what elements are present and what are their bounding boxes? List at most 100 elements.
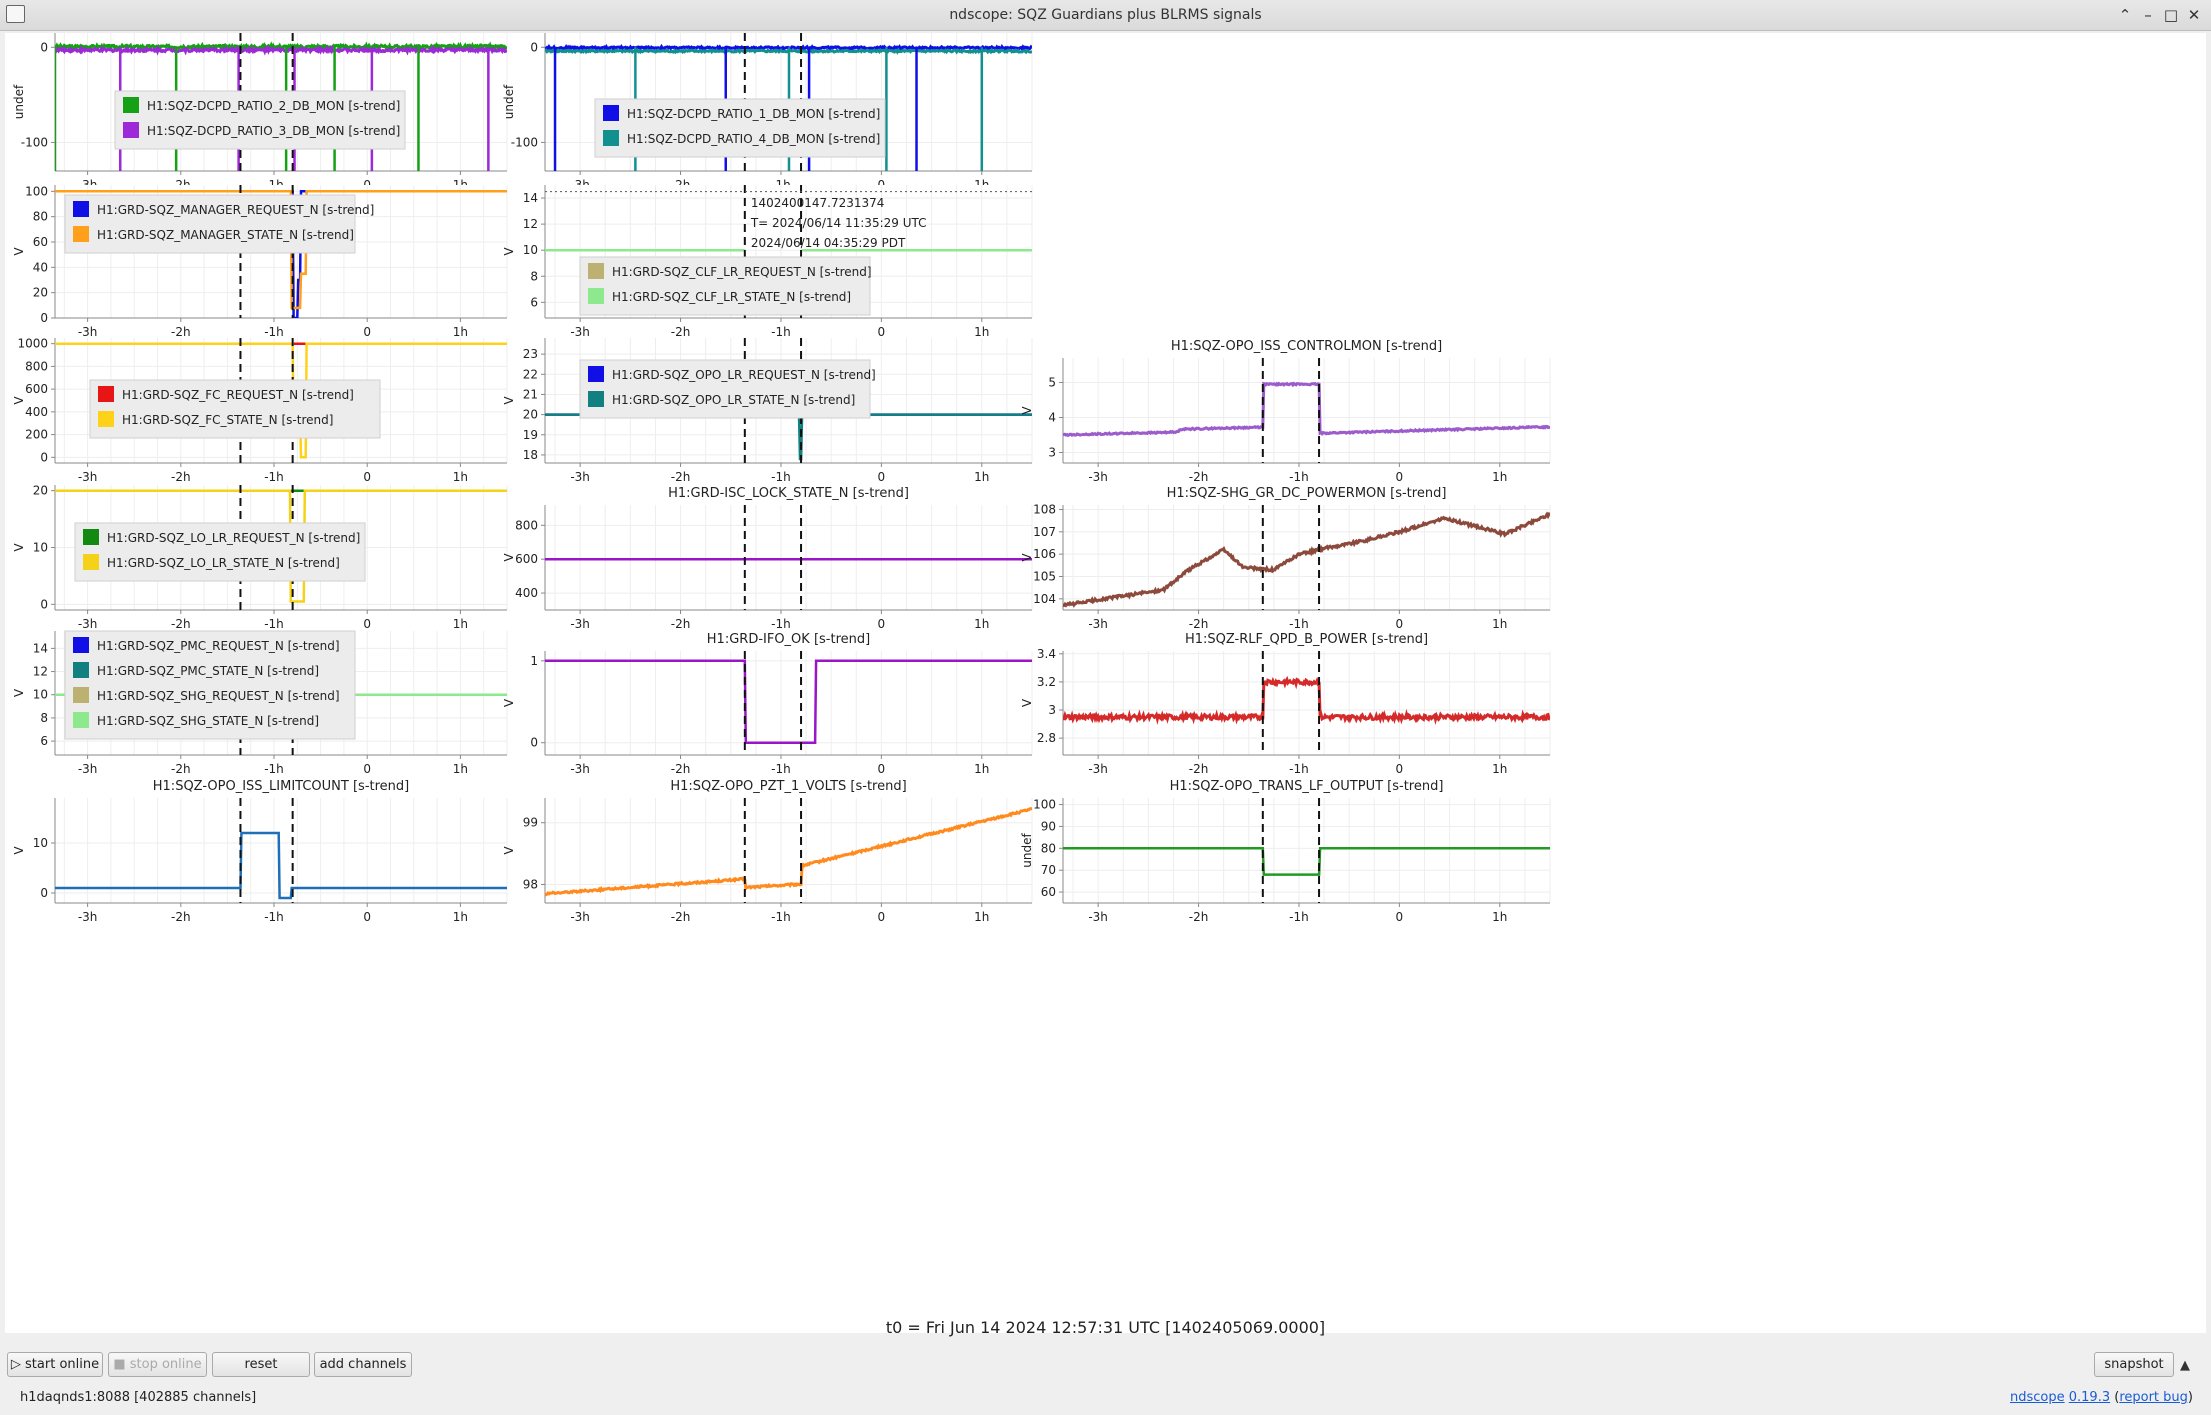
plot-rlfqpd[interactable]: H1:SQZ-RLF_QPD_B_POWER [s-trend]2.833.23… [1020, 632, 1551, 776]
legend-label: H1:SQZ-DCPD_RATIO_2_DB_MON [s-trend] [147, 99, 400, 113]
series-group [55, 489, 507, 603]
legend[interactable] [74, 522, 366, 582]
plot-viewbox[interactable] [545, 505, 1032, 610]
y-tick-label: 200 [25, 428, 48, 442]
plots-canvas[interactable]: -1000-3h-2h-1h01hundefH1:SQZ-DCPD_RATIO_… [5, 33, 2206, 1333]
plot-pztvolts[interactable]: H1:SQZ-OPO_PZT_1_VOLTS [s-trend]9899-3h-… [502, 779, 1033, 924]
play-icon: ▷ [10, 1357, 26, 1372]
plot-viewbox[interactable] [1063, 798, 1550, 903]
plot-isscontrol[interactable]: H1:SQZ-OPO_ISS_CONTROLMON [s-trend]345-3… [1020, 339, 1551, 484]
series-line-1 [1063, 847, 1550, 876]
plot-area[interactable]: -1000-3h-2h-1h01hundefH1:SQZ-DCPD_RATIO_… [5, 33, 2206, 1333]
plot-viewbox[interactable] [55, 798, 507, 903]
plot-title: H1:SQZ-OPO_PZT_1_VOLTS [s-trend] [670, 779, 906, 794]
plot-title: H1:SQZ-OPO_ISS_CONTROLMON [s-trend] [1171, 339, 1442, 354]
x-tick-label: 1h [453, 470, 468, 484]
legend-label: H1:SQZ-DCPD_RATIO_3_DB_MON [s-trend] [147, 124, 400, 138]
start-online-button[interactable]: ▷ start online [7, 1352, 103, 1377]
x-tick-label: 0 [878, 910, 886, 924]
x-tick-label: -2h [671, 762, 691, 776]
x-tick-label: 1h [974, 325, 989, 339]
legend-swatch [588, 366, 604, 382]
x-tick-label: -3h [1088, 910, 1108, 924]
y-tick-label: 22 [523, 367, 538, 381]
plot-viewbox[interactable] [1063, 358, 1550, 463]
plot-ratio23[interactable]: -1000-3h-2h-1h01hundefH1:SQZ-DCPD_RATIO_… [12, 33, 508, 192]
plot-isclock[interactable]: H1:GRD-ISC_LOCK_STATE_N [s-trend]4006008… [502, 486, 1033, 631]
x-tick-label: -1h [771, 470, 791, 484]
plot-translf[interactable]: H1:SQZ-OPO_TRANS_LF_OUTPUT [s-trend]6070… [1020, 779, 1551, 924]
x-tick-label: 0 [1396, 470, 1404, 484]
legend-label: H1:GRD-SQZ_SHG_REQUEST_N [s-trend] [97, 689, 340, 703]
y-tick-label: 8 [530, 269, 538, 283]
legend-swatch [73, 687, 89, 703]
version-link[interactable]: 0.19.3 [2068, 1390, 2111, 1405]
legend-swatch [73, 226, 89, 242]
series-line-2 [55, 489, 507, 603]
legend[interactable] [594, 98, 886, 158]
y-tick-label: 0 [40, 40, 48, 54]
plot-viewbox[interactable] [1063, 651, 1550, 755]
x-tick-label: -1h [1289, 470, 1309, 484]
plot-limitcount[interactable]: H1:SQZ-OPO_ISS_LIMITCOUNT [s-trend]010-3… [12, 779, 508, 924]
plot-ratio14[interactable]: -1000-3h-2h-1h01hundefH1:SQZ-DCPD_RATIO_… [502, 33, 1033, 192]
x-tick-label: -2h [671, 910, 691, 924]
plot-viewbox[interactable] [545, 798, 1032, 903]
x-tick-label: -1h [1289, 617, 1309, 631]
snapshot-button[interactable]: snapshot [2094, 1352, 2174, 1377]
legend-label: H1:GRD-SQZ_LO_LR_REQUEST_N [s-trend] [107, 531, 360, 545]
x-tick-label: -3h [570, 470, 590, 484]
y-tick-label: 100 [1033, 798, 1056, 812]
window-titlebar: ndscope: SQZ Guardians plus BLRMS signal… [0, 0, 2211, 31]
x-tick-label: 1h [974, 910, 989, 924]
x-tick-label: -3h [78, 617, 98, 631]
x-tick-label: 1h [1492, 910, 1507, 924]
series-group [1063, 381, 1550, 438]
plot-title: H1:SQZ-OPO_TRANS_LF_OUTPUT [s-trend] [1170, 779, 1444, 794]
legend[interactable] [64, 630, 356, 740]
app-icon[interactable] [6, 5, 25, 23]
legend[interactable] [579, 256, 871, 316]
report-bug-link[interactable]: report bug [2119, 1390, 2188, 1405]
plot-shggr[interactable]: H1:SQZ-SHG_GR_DC_POWERMON [s-trend]10410… [1020, 486, 1551, 631]
series-line-1 [1063, 675, 1550, 726]
legend[interactable] [89, 379, 381, 439]
legend[interactable] [579, 359, 871, 419]
y-tick-label: 14 [523, 191, 538, 205]
ndscope-link[interactable]: ndscope [2009, 1390, 2065, 1405]
legend[interactable] [64, 194, 356, 254]
legend-label: H1:GRD-SQZ_MANAGER_REQUEST_N [s-trend] [97, 203, 374, 217]
x-tick-label: 1h [453, 617, 468, 631]
collapse-chevron-icon[interactable]: ▲ [2180, 1358, 2190, 1373]
close-icon[interactable]: ✕ [2187, 6, 2201, 24]
stop-online-button[interactable]: ■ stop online [108, 1352, 207, 1377]
y-axis-label: V [12, 543, 26, 552]
x-tick-label: 0 [363, 910, 371, 924]
x-tick-label: 1h [974, 617, 989, 631]
y-tick-label: 100 [25, 184, 48, 198]
reset-button[interactable]: reset [212, 1352, 310, 1377]
maximize-icon[interactable]: □ [2163, 6, 2179, 24]
y-tick-label: 18 [523, 448, 538, 462]
y-axis-label: V [502, 846, 516, 855]
series-line-2 [55, 190, 507, 310]
x-tick-label: -3h [78, 325, 98, 339]
plot-viewbox[interactable] [545, 651, 1032, 755]
legend-label: H1:GRD-SQZ_SHG_STATE_N [s-trend] [97, 714, 319, 728]
legend[interactable] [114, 90, 406, 150]
minimize-icon[interactable]: – [2144, 6, 2152, 24]
y-axis-label: V [12, 846, 26, 855]
add-channels-button[interactable]: add channels [314, 1352, 412, 1377]
x-tick-label: 0 [1396, 910, 1404, 924]
y-tick-label: 6 [40, 734, 48, 748]
chevron-up-icon[interactable]: ⌃ [2118, 6, 2132, 24]
x-tick-label: 0 [878, 617, 886, 631]
x-tick-label: -3h [78, 470, 98, 484]
